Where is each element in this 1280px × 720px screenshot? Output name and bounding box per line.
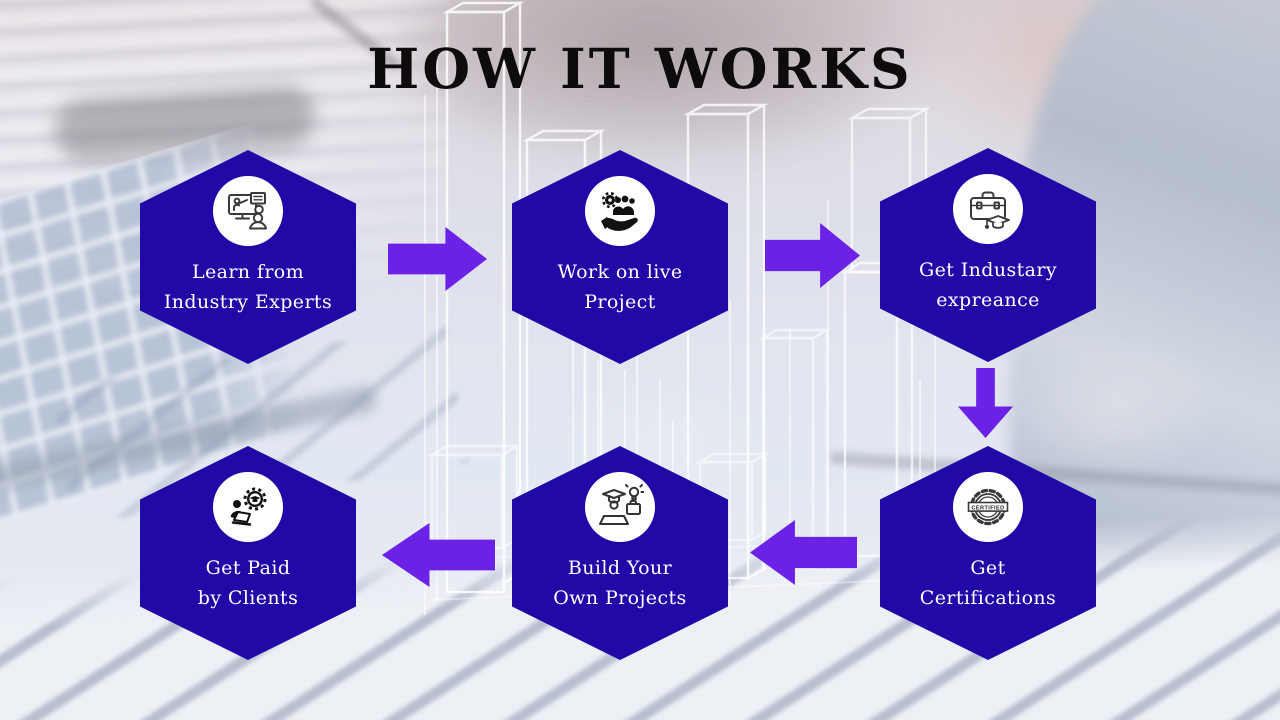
briefcase-gradcap-icon (953, 174, 1023, 244)
online-training-icon (213, 176, 283, 246)
step-label-line2: Own Projects (553, 587, 687, 609)
teamwork-hand-icon (585, 176, 655, 246)
certified-badge-icon: CERTIFIED (953, 472, 1023, 542)
step-label-line1: Learn from (191, 261, 305, 283)
student-project-icon (585, 472, 655, 542)
step-label-line2: by Clients (197, 587, 299, 609)
freelancer-gear-icon (213, 472, 283, 542)
page-title: HOW IT WORKS (367, 36, 913, 101)
step-label-line1: Work on live (557, 261, 683, 283)
step-label-line2: Certifications (919, 587, 1057, 609)
step-label-line1: Get (970, 557, 1006, 579)
step-label-line1: Build Your (567, 557, 673, 579)
step-label-line1: Get Industary (919, 259, 1057, 281)
step-label-line2: Industry Experts (163, 291, 333, 313)
certified-badge-text: CERTIFIED (971, 505, 1004, 511)
hand-photo (1000, 330, 1230, 480)
step-label-line2: expreance (936, 289, 1040, 311)
step-label-line1: Get Paid (205, 557, 291, 579)
step-hexagon-get-certifications: CERTIFIED Get Certifications (880, 446, 1096, 660)
step-label-line2: Project (584, 291, 656, 313)
